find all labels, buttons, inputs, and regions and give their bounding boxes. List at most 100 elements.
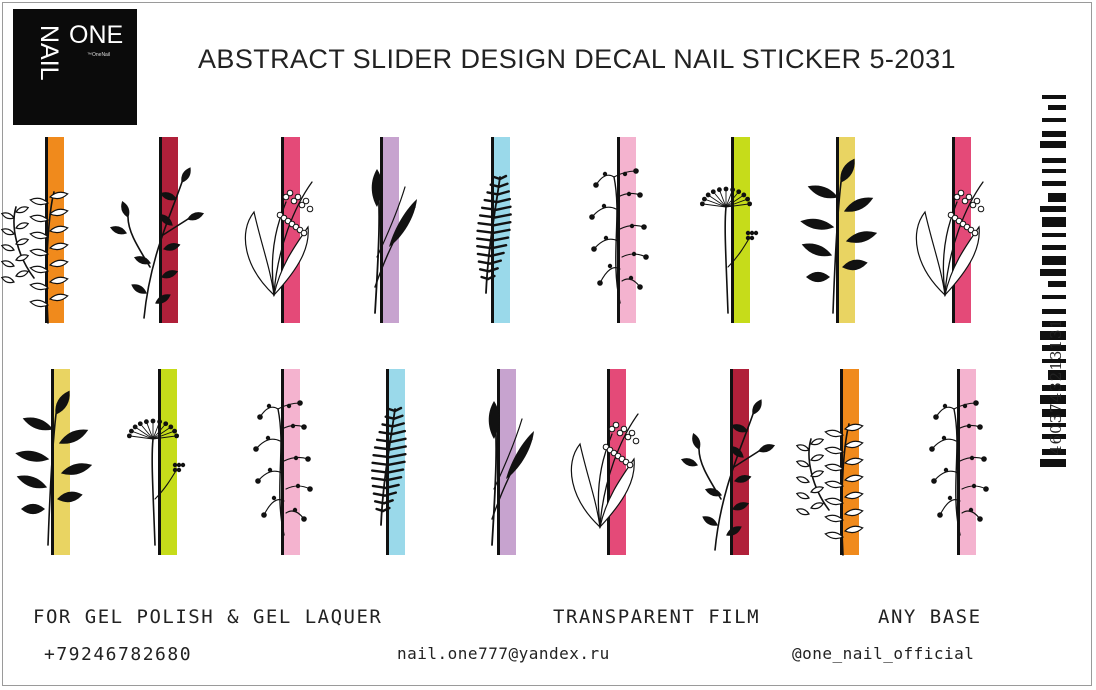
usage-note: FOR GEL POLISH & GEL LAQUER xyxy=(33,606,383,628)
barcode-bar xyxy=(1048,105,1066,110)
sticker-row1-7 xyxy=(699,137,759,323)
black-line xyxy=(840,369,843,555)
color-stripe xyxy=(500,369,516,555)
black-line xyxy=(281,369,284,555)
color-stripe xyxy=(734,137,750,323)
sticker-row2-8 xyxy=(795,369,864,556)
logo-text-one: ONE xyxy=(69,21,124,49)
black-line xyxy=(281,137,284,323)
leafy-sprig-illustration xyxy=(681,399,775,551)
grass-plume-illustration xyxy=(488,401,534,546)
grass-plume-illustration xyxy=(371,169,417,314)
eucalyptus-illustration xyxy=(0,191,69,324)
black-line xyxy=(159,137,162,323)
barcode-bar xyxy=(1040,459,1066,467)
sticker-row2-2 xyxy=(126,369,186,555)
instagram-handle: @one_nail_official xyxy=(792,644,975,663)
sticker-row1-8 xyxy=(800,137,878,323)
lily-of-valley-illustration xyxy=(915,181,985,298)
barcode-bar xyxy=(1048,193,1066,202)
barcode-bar xyxy=(1042,385,1066,391)
eucalyptus-illustration xyxy=(795,423,864,556)
barcode-bar xyxy=(1042,434,1066,439)
sticker-row1-3 xyxy=(244,137,314,323)
barcode-bar xyxy=(1042,359,1066,363)
sticker-row1-2 xyxy=(110,137,204,323)
color-stripe xyxy=(960,369,976,555)
barcode-bar xyxy=(1042,118,1066,122)
sticker-row1-4 xyxy=(371,137,417,323)
barcode-bar xyxy=(1040,206,1066,212)
barcode-bar xyxy=(1042,295,1066,299)
berry-sprig-illustration xyxy=(929,400,989,536)
barcode-number: 4603743213131 xyxy=(1047,317,1065,455)
barcode-bar xyxy=(1042,169,1066,173)
barcode-bar xyxy=(1042,345,1066,351)
barcode-bar xyxy=(1040,141,1066,148)
barcode-bar xyxy=(1042,256,1066,265)
sticker-row2-7 xyxy=(681,369,775,555)
barcode-bar xyxy=(1042,245,1066,250)
color-stripe xyxy=(839,137,855,323)
black-line xyxy=(497,369,500,555)
fern-illustration xyxy=(475,174,512,294)
barcode-bar xyxy=(1042,181,1066,186)
black-line xyxy=(380,137,383,323)
black-line xyxy=(957,369,960,555)
black-line xyxy=(158,369,161,555)
barcode-bar xyxy=(1042,449,1066,455)
brand-logo: ONE ™OneNail NAIL xyxy=(13,9,137,125)
film-note: TRANSPARENT FILM xyxy=(553,606,761,628)
barcode-bar xyxy=(1048,370,1066,380)
sticker-row1-5 xyxy=(475,137,512,323)
barcode-bar xyxy=(1040,269,1066,276)
barcode-bar xyxy=(1042,217,1066,227)
black-line xyxy=(730,369,733,555)
logo-trademark: ™OneNail xyxy=(87,52,111,58)
sticker-row2-9 xyxy=(929,369,989,555)
sticker-row1-6 xyxy=(589,137,649,323)
leafy-sprig-illustration xyxy=(110,167,204,319)
base-note: ANY BASE xyxy=(878,606,982,628)
black-line xyxy=(731,137,734,323)
berry-sprig-illustration xyxy=(253,400,313,536)
lily-of-valley-illustration xyxy=(244,181,314,298)
fern-illustration xyxy=(370,406,407,526)
umbel-illustration xyxy=(699,186,759,314)
barcode-bar xyxy=(1048,281,1066,287)
berry-sprig-illustration xyxy=(589,168,649,304)
color-stripe xyxy=(161,369,177,555)
color-stripe xyxy=(284,369,300,555)
color-stripe xyxy=(620,137,636,323)
barcode xyxy=(1040,95,1066,467)
color-stripe xyxy=(383,137,399,323)
black-line xyxy=(952,137,955,323)
sticker-row1-9 xyxy=(915,137,985,323)
black-line xyxy=(617,137,620,323)
barcode-bar xyxy=(1042,95,1066,99)
sticker-row2-6 xyxy=(570,369,640,555)
barcode-bar xyxy=(1042,158,1066,163)
sticker-row1-1 xyxy=(0,137,69,324)
barcode-bar xyxy=(1040,331,1066,340)
barcode-bar xyxy=(1042,321,1066,327)
sticker-row2-4 xyxy=(370,369,407,555)
email-address: nail.one777@yandex.ru xyxy=(397,644,610,663)
barcode-bar xyxy=(1042,233,1066,237)
barcode-bar xyxy=(1040,395,1066,404)
product-title: ABSTRACT SLIDER DESIGN DECAL NAIL STICKE… xyxy=(198,44,956,74)
sticker-row2-5 xyxy=(488,369,534,555)
lily-of-valley-illustration xyxy=(570,413,640,530)
broad-leaves-illustration xyxy=(800,158,878,314)
umbel-illustration xyxy=(126,418,186,546)
barcode-bar xyxy=(1042,131,1066,137)
black-line xyxy=(607,369,610,555)
phone-number: +79246782680 xyxy=(44,644,193,665)
black-line xyxy=(45,137,48,323)
sticker-row2-3 xyxy=(253,369,313,555)
barcode-bar xyxy=(1042,409,1066,417)
broad-leaves-illustration xyxy=(15,390,93,546)
barcode-bar xyxy=(1042,423,1066,427)
